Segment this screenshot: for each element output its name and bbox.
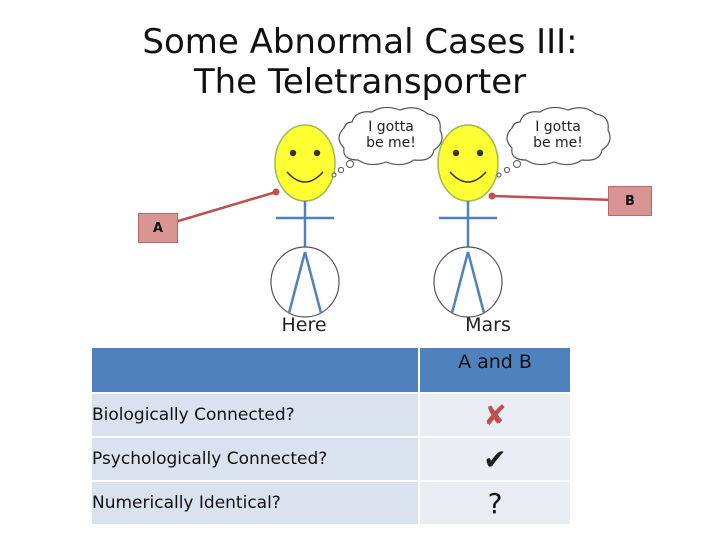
left-thought-line-2: be me! <box>366 135 416 151</box>
link-dot-a <box>272 188 280 196</box>
left-eye-right <box>313 149 321 157</box>
right-leg-left <box>450 251 470 314</box>
right-thought-text: I gotta be me! <box>519 119 597 151</box>
cross-icon: ✘ <box>420 394 570 436</box>
right-face <box>437 124 499 202</box>
right-smile <box>449 171 487 183</box>
left-eye-left <box>289 149 297 157</box>
title-line-1: Some Abnormal Cases III: <box>142 22 578 62</box>
left-thought-bubble <box>331 106 443 178</box>
title-line-2: The Teletransporter <box>193 62 527 102</box>
comparison-table: A and B Biologically Connected? ✘ Psycho… <box>90 346 572 526</box>
right-person-figure <box>433 124 503 318</box>
right-pod <box>433 246 503 318</box>
left-cloud-shape <box>338 106 443 166</box>
label-a: A <box>138 213 178 243</box>
left-person-figure <box>270 124 340 318</box>
question-mark-icon: ? <box>420 482 570 524</box>
left-leg-right <box>303 251 323 314</box>
right-thought-line-1: I gotta <box>535 119 581 135</box>
left-thought-text: I gotta be me! <box>352 119 430 151</box>
check-icon: ✔ <box>420 438 570 480</box>
right-cloud-shape <box>506 106 611 166</box>
row-label-numerical: Numerically Identical? <box>92 482 418 524</box>
row-label-biological: Biologically Connected? <box>92 394 418 436</box>
left-bubble-dot-3 <box>331 172 337 178</box>
right-leg-right <box>466 251 486 314</box>
link-line-a <box>174 190 277 224</box>
table-header-row: A and B <box>92 348 570 392</box>
table-row: Psychologically Connected? ✔ <box>92 438 570 480</box>
right-bubble-dot-1 <box>513 160 521 168</box>
slide-title: Some Abnormal Cases III: The Teletranspo… <box>0 22 720 102</box>
header-a-and-b-text: A and B <box>458 351 532 373</box>
right-bubble-dot-2 <box>503 166 511 174</box>
left-leg-left <box>287 251 307 314</box>
table-row: Biologically Connected? ✘ <box>92 394 570 436</box>
caption-mars: Mars <box>465 314 511 336</box>
label-b: B <box>608 186 652 216</box>
left-bubble-dot-1 <box>346 160 354 168</box>
link-dot-b <box>488 192 496 200</box>
left-bubble-dot-2 <box>337 166 345 174</box>
table-row: Numerically Identical? ? <box>92 482 570 524</box>
right-eye-right <box>476 149 484 157</box>
table-header-a-and-b: A and B <box>420 348 570 392</box>
teletransporter-diagram <box>174 106 615 318</box>
left-pod <box>270 246 340 318</box>
left-thought-line-1: I gotta <box>368 119 414 135</box>
right-eye-left <box>452 149 460 157</box>
left-smile <box>286 171 324 183</box>
right-thought-line-2: be me! <box>533 135 583 151</box>
table-header-empty <box>92 348 418 392</box>
right-bubble-dot-3 <box>496 172 502 178</box>
caption-here: Here <box>281 314 327 336</box>
link-line-b <box>491 194 615 202</box>
row-label-psychological: Psychologically Connected? <box>92 438 418 480</box>
right-thought-bubble <box>496 106 611 178</box>
left-face <box>274 124 336 202</box>
